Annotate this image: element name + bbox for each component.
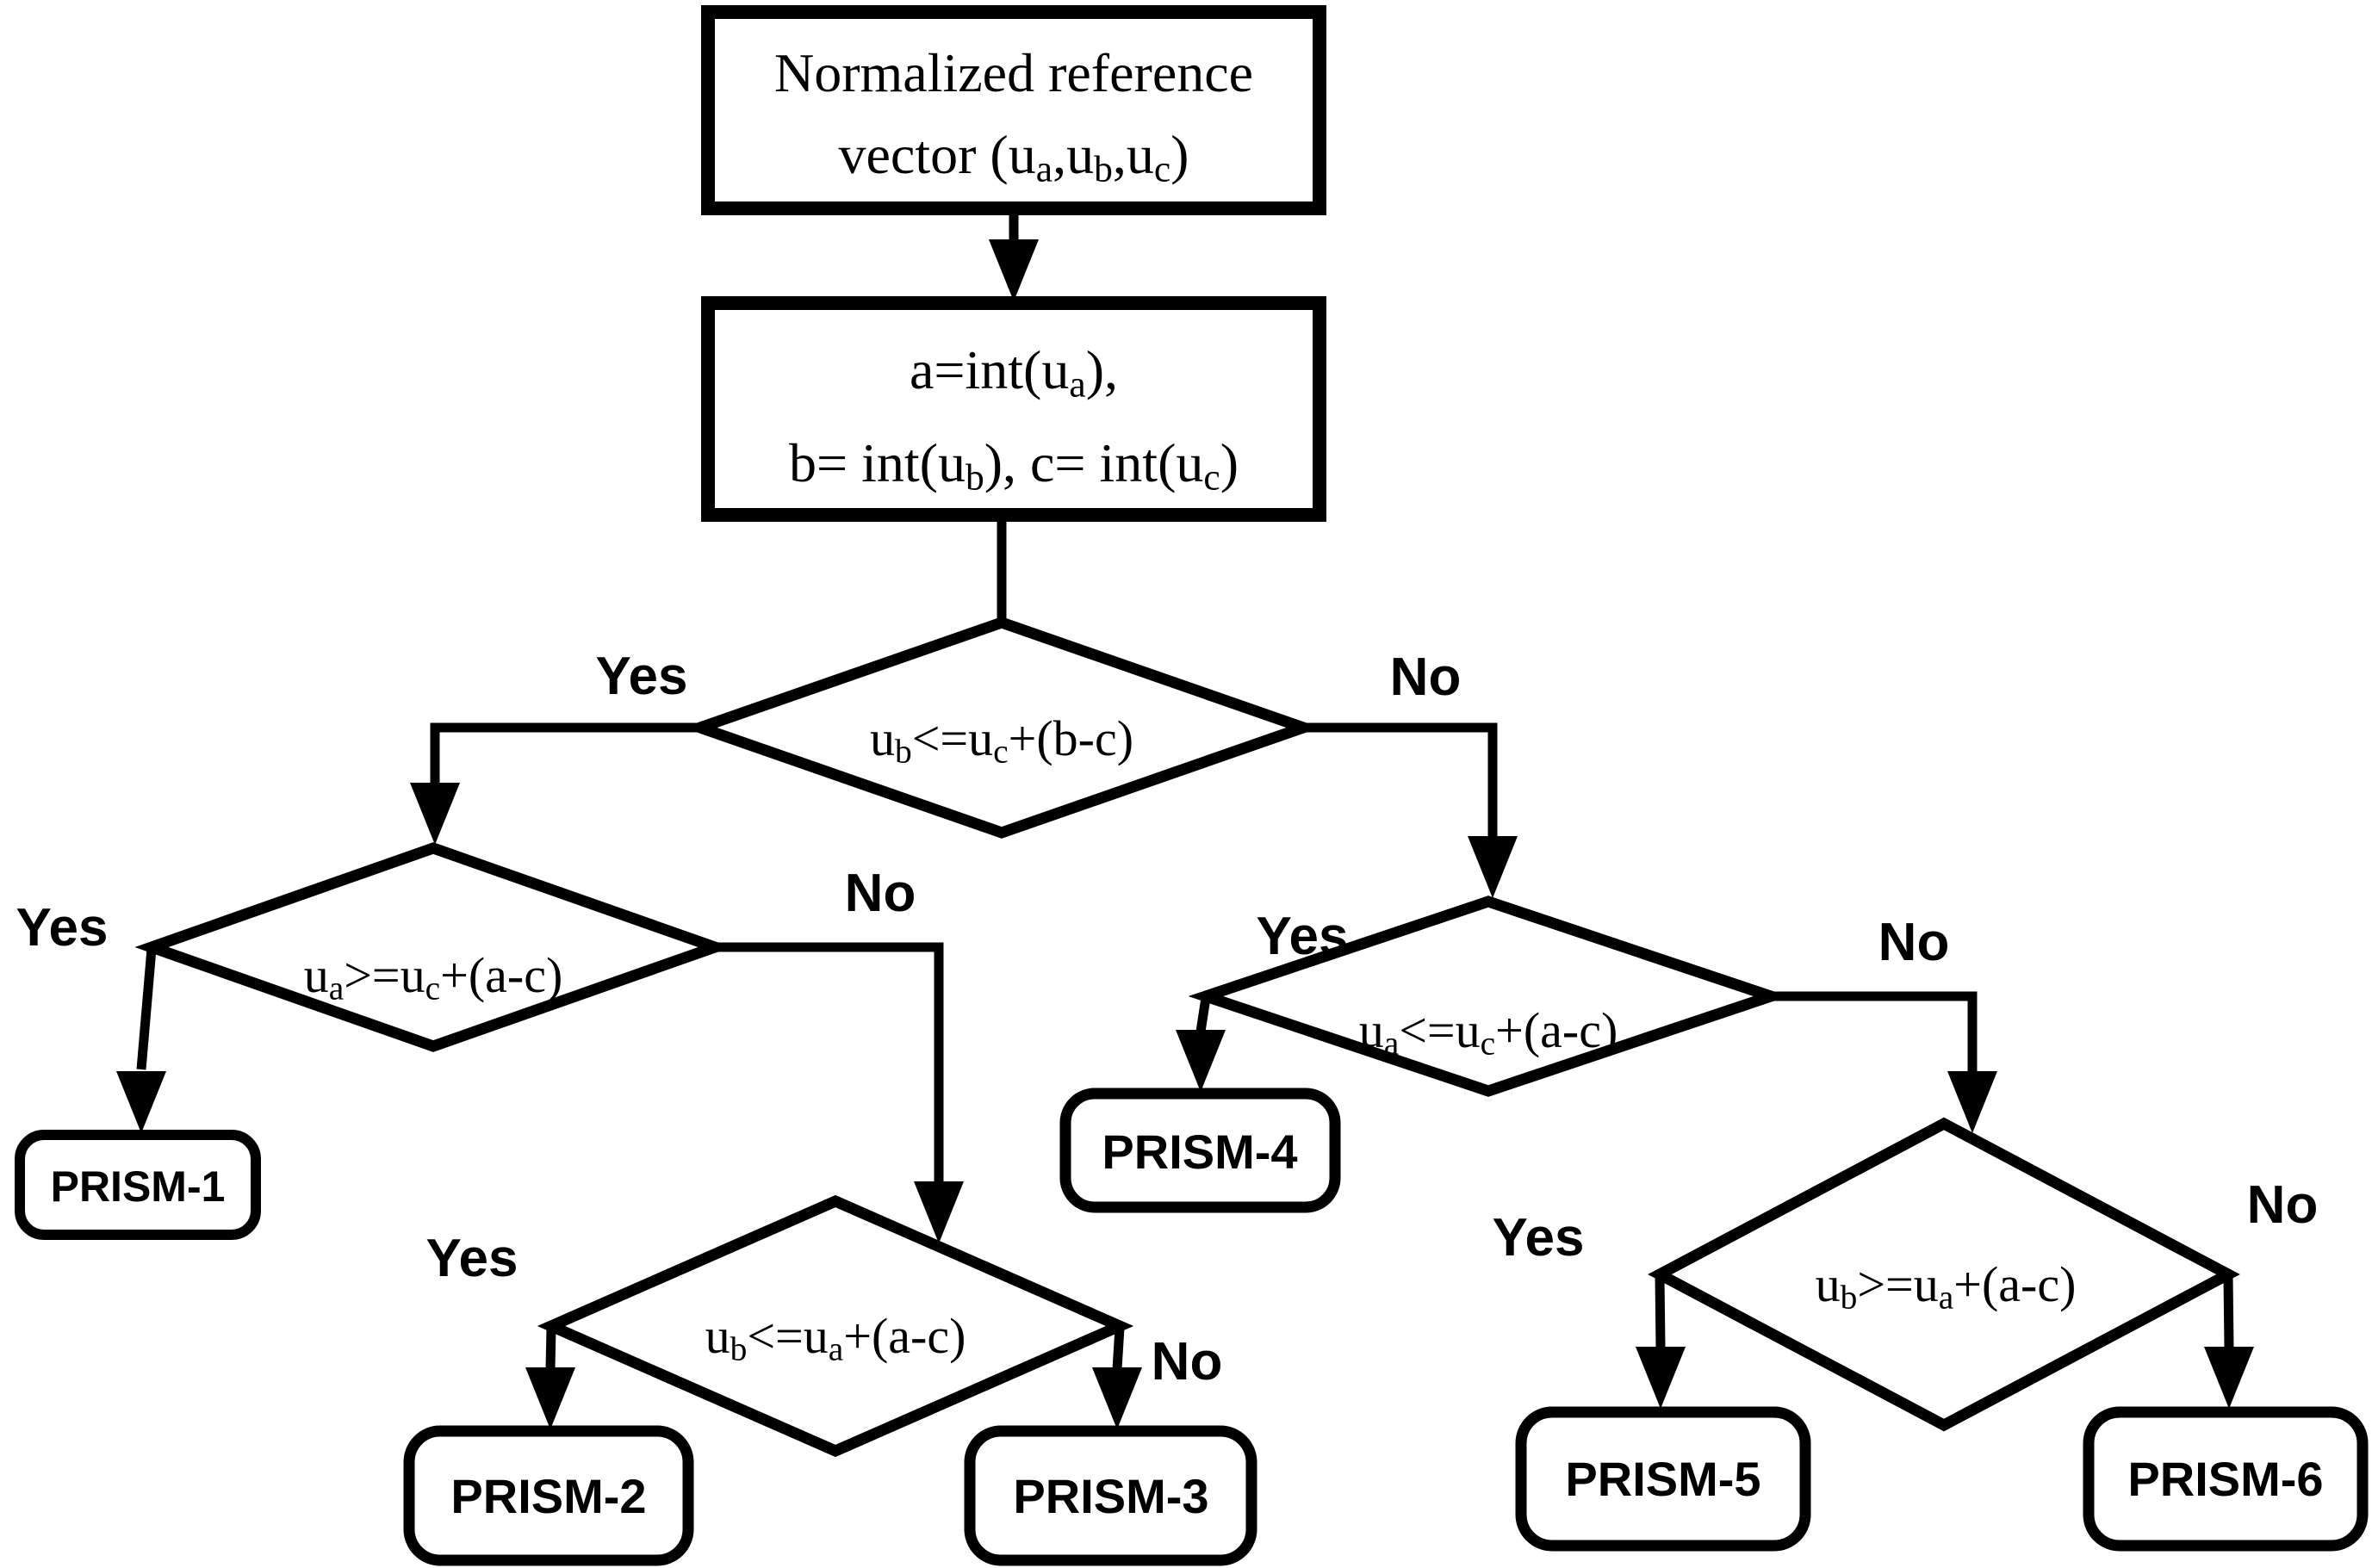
arrowhead-d3left-prism3 bbox=[1092, 1367, 1142, 1429]
connector-d2left-d3left-no bbox=[715, 942, 944, 1183]
connector-d2right-d3right-no bbox=[1771, 991, 1978, 1073]
decision-d1-formula: ub<=uc+(b-c) bbox=[869, 710, 1134, 771]
prism-2-box bbox=[403, 1425, 694, 1566]
arrowhead-d3left-prism2 bbox=[525, 1367, 575, 1429]
branch-label-d3-left-yes: Yes bbox=[425, 1229, 518, 1288]
connector-d1-d2right-no bbox=[1303, 722, 1498, 838]
connector-d3left-prism2-yes bbox=[545, 1327, 556, 1370]
branch-label-d1-no: No bbox=[1389, 648, 1462, 707]
assign-box bbox=[701, 296, 1326, 522]
decision-diamond-d3-left bbox=[537, 1194, 1134, 1458]
decision-d2-right-formula: ua<=uc+(a-c) bbox=[1358, 1002, 1618, 1063]
decision-d3-left-formula: ub<=ua+(a-c) bbox=[705, 1308, 966, 1368]
assign-box-text-line1: a=int(ua), bbox=[909, 339, 1119, 406]
prism-6-box bbox=[2083, 1406, 2369, 1552]
arrowhead-d3right-prism6 bbox=[2204, 1347, 2254, 1409]
prism-5-label: PRISM-5 bbox=[1565, 1452, 1761, 1506]
prism-4-box bbox=[1059, 1088, 1341, 1213]
decision-diamond-d3-right bbox=[1648, 1117, 2240, 1432]
prism-4-label: PRISM-4 bbox=[1102, 1125, 1298, 1179]
prism-2-label: PRISM-2 bbox=[450, 1469, 647, 1523]
branch-label-d2-left-yes: Yes bbox=[16, 898, 109, 958]
arrowhead-d1-d2left bbox=[410, 783, 460, 845]
prism-3-label: PRISM-3 bbox=[1013, 1469, 1209, 1523]
decision-diamond-d2-left bbox=[134, 842, 732, 1052]
arrowhead-d2right-d3right bbox=[1947, 1071, 1997, 1133]
arrowhead-d1-d2right bbox=[1468, 836, 1518, 898]
connector-d3left-prism3-no bbox=[1112, 1327, 1125, 1370]
branch-label-d3-left-no: No bbox=[1151, 1332, 1223, 1391]
arrowhead-d3right-prism5 bbox=[1636, 1347, 1686, 1409]
decision-d3-right-formula: ub>=ua+(a-c) bbox=[1815, 1256, 2077, 1317]
branch-label-d3-right-yes: Yes bbox=[1492, 1208, 1585, 1267]
prism-6-label: PRISM-6 bbox=[2127, 1452, 2324, 1506]
connector-d3right-prism5-yes bbox=[1655, 1275, 1666, 1349]
assign-box-text-line2: b= int(ub), c= int(uc) bbox=[788, 432, 1239, 499]
prism-1-label: PRISM-1 bbox=[50, 1162, 226, 1211]
branch-label-d2-right-yes: Yes bbox=[1256, 907, 1349, 966]
start-box-text-line2: vector (ua,ub,uc) bbox=[838, 124, 1189, 190]
prism-3-box bbox=[964, 1425, 1257, 1566]
arrowhead-d2left-prism1 bbox=[116, 1071, 166, 1133]
connector-d1-d2left-yes bbox=[430, 722, 700, 784]
prism-1-box bbox=[15, 1130, 261, 1240]
start-box bbox=[701, 5, 1326, 215]
connector-d2right-prism4-yes bbox=[1195, 997, 1211, 1032]
arrowhead-start-assign bbox=[989, 239, 1039, 301]
branch-label-d3-right-no: No bbox=[2246, 1175, 2319, 1235]
prism-5-box bbox=[1515, 1406, 1811, 1552]
decision-diamond-d1 bbox=[683, 617, 1320, 839]
branch-label-d2-right-no: No bbox=[1878, 913, 1950, 972]
decision-d2-left-formula: ua>=uc+(a-c) bbox=[303, 947, 563, 1007]
connector-d2left-prism1-yes bbox=[136, 948, 157, 1070]
start-box-text-line1: Normalized reference bbox=[773, 42, 1254, 103]
branch-label-d1-yes: Yes bbox=[595, 647, 688, 706]
branch-label-d2-left-no: No bbox=[844, 864, 916, 923]
decision-diamond-d2-right bbox=[1188, 896, 1789, 1097]
arrowhead-d2left-d3left bbox=[914, 1181, 964, 1243]
connector-d3right-prism6-no bbox=[2223, 1275, 2234, 1349]
arrowhead-d2right-prism4 bbox=[1176, 1030, 1226, 1092]
